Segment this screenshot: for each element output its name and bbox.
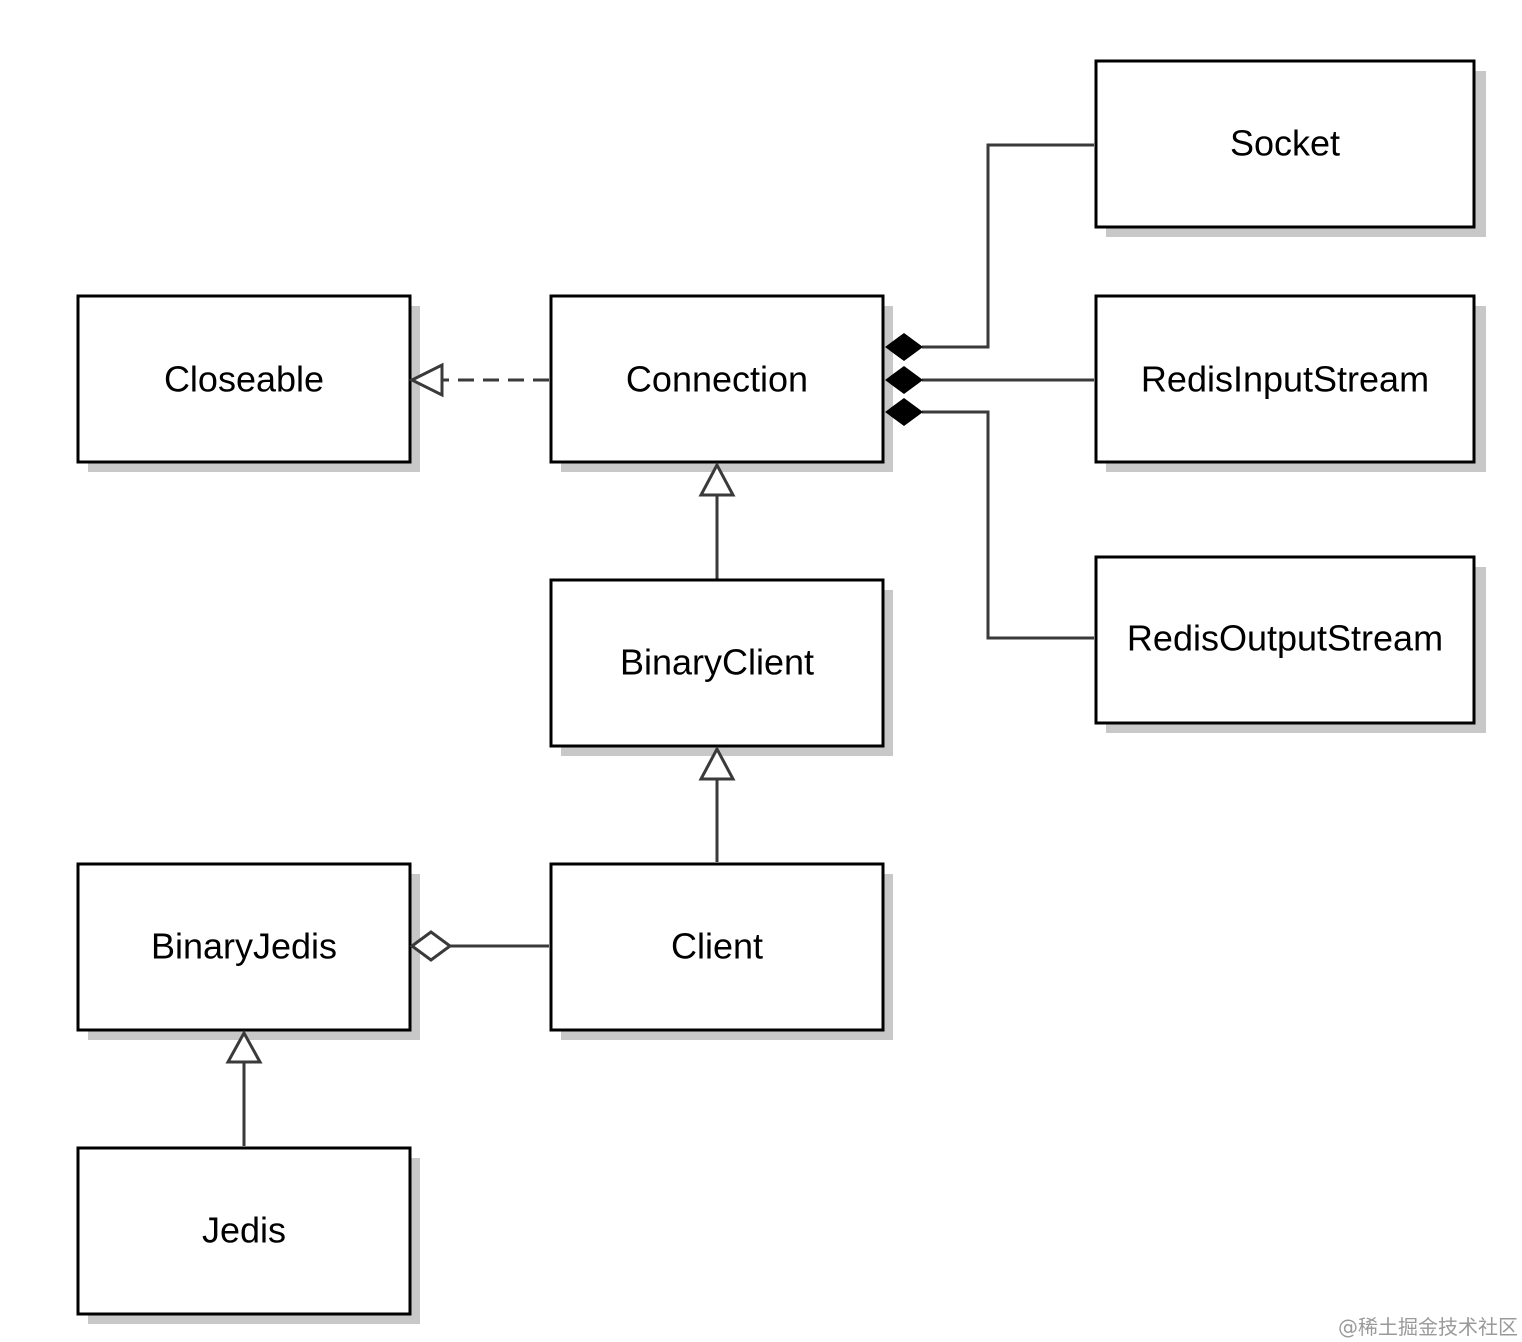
class-socket-box xyxy=(1094,59,1476,229)
generalization-arrowhead-binaryjedis xyxy=(225,1029,263,1064)
class-redis-output-stream-box xyxy=(1094,555,1476,725)
class-socket-label: Socket xyxy=(1230,123,1340,164)
aggregation-diamond xyxy=(409,930,453,962)
class-binary-client-box xyxy=(549,578,885,748)
class-closeable-label: Closeable xyxy=(164,359,324,400)
composition-diamond-socket xyxy=(885,333,923,361)
class-closeable-box xyxy=(76,294,412,464)
class-connection-box xyxy=(549,294,885,464)
class-binary-jedis-label: BinaryJedis xyxy=(151,926,337,967)
class-redis-input-stream-label: RedisInputStream xyxy=(1141,359,1429,400)
class-binary-jedis-box xyxy=(76,862,412,1032)
class-redis-input-stream: RedisInputStream xyxy=(1094,294,1486,472)
class-connection: Connection xyxy=(549,294,893,472)
composition-diamond-redis-input-stream xyxy=(885,366,923,394)
class-binary-client: BinaryClient xyxy=(549,578,893,756)
class-jedis-box xyxy=(76,1146,412,1316)
class-client-box xyxy=(549,862,885,1032)
class-closeable: Closeable xyxy=(76,294,420,472)
generalization-arrowhead-connection xyxy=(698,461,736,497)
class-client-label: Client xyxy=(671,926,763,967)
generalization-arrowhead-binaryclient xyxy=(698,745,736,781)
composition-line-redis-output-stream xyxy=(922,410,1094,640)
connectors xyxy=(242,143,1094,1146)
watermark-text: @稀土掘金技术社区 xyxy=(1338,1315,1518,1339)
class-binary-jedis: BinaryJedis xyxy=(76,862,420,1040)
class-jedis-label: Jedis xyxy=(202,1210,286,1251)
class-jedis: Jedis xyxy=(76,1146,420,1324)
class-redis-input-stream-box xyxy=(1094,294,1476,464)
composition-diamond-redis-output-stream xyxy=(885,398,923,426)
class-redis-output-stream-label: RedisOutputStream xyxy=(1127,618,1443,659)
class-redis-output-stream: RedisOutputStream xyxy=(1094,555,1486,733)
composition-line-socket xyxy=(922,143,1094,349)
class-socket: Socket xyxy=(1094,59,1486,237)
realization-arrowhead xyxy=(408,362,444,398)
class-client: Client xyxy=(549,862,893,1040)
class-binary-client-label: BinaryClient xyxy=(620,642,814,683)
class-connection-label: Connection xyxy=(626,359,808,400)
